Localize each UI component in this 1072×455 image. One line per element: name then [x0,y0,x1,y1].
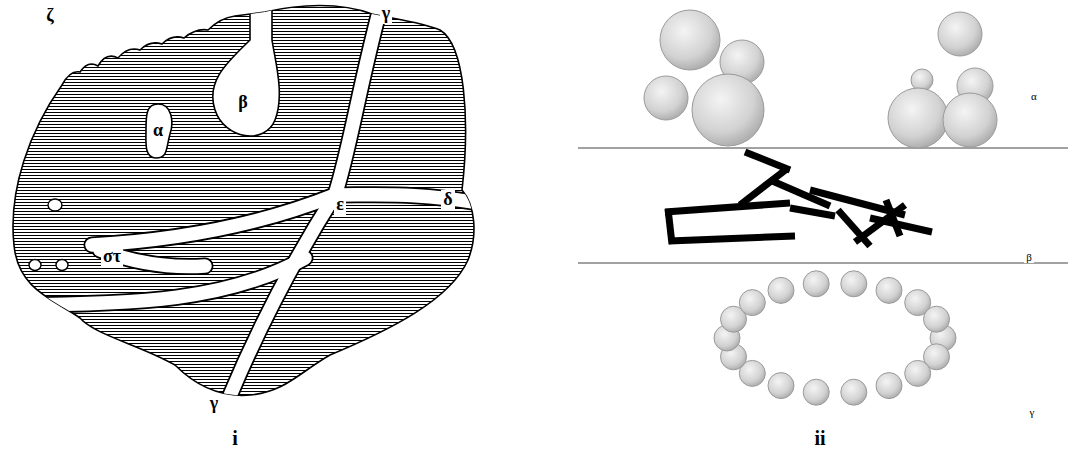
part-label: β [236,93,249,113]
part-label: στ [101,247,123,267]
part-label: γ [380,4,392,24]
bay-pore [213,0,280,136]
part-label: δ [441,190,454,210]
figure-number: ii [812,427,827,449]
sphere-clusters [644,10,997,148]
closed-pore [146,104,172,158]
part-label: β [1024,251,1034,263]
panel-dividers [578,148,1068,263]
small-pore [56,260,68,271]
small-pore [48,199,62,211]
sphere-ring [714,271,956,405]
small-pore [29,260,41,271]
part-label: ε [334,195,346,215]
part-label: γ [208,394,220,414]
soil-aggregate [0,0,490,420]
pore-channels [0,0,490,420]
part-label: ζ [44,6,55,26]
figure-number: i [230,427,240,449]
part-label: γ [1028,406,1037,418]
plate-particles [665,152,932,246]
part-label: α [1029,90,1039,102]
part-label: α [151,121,165,141]
